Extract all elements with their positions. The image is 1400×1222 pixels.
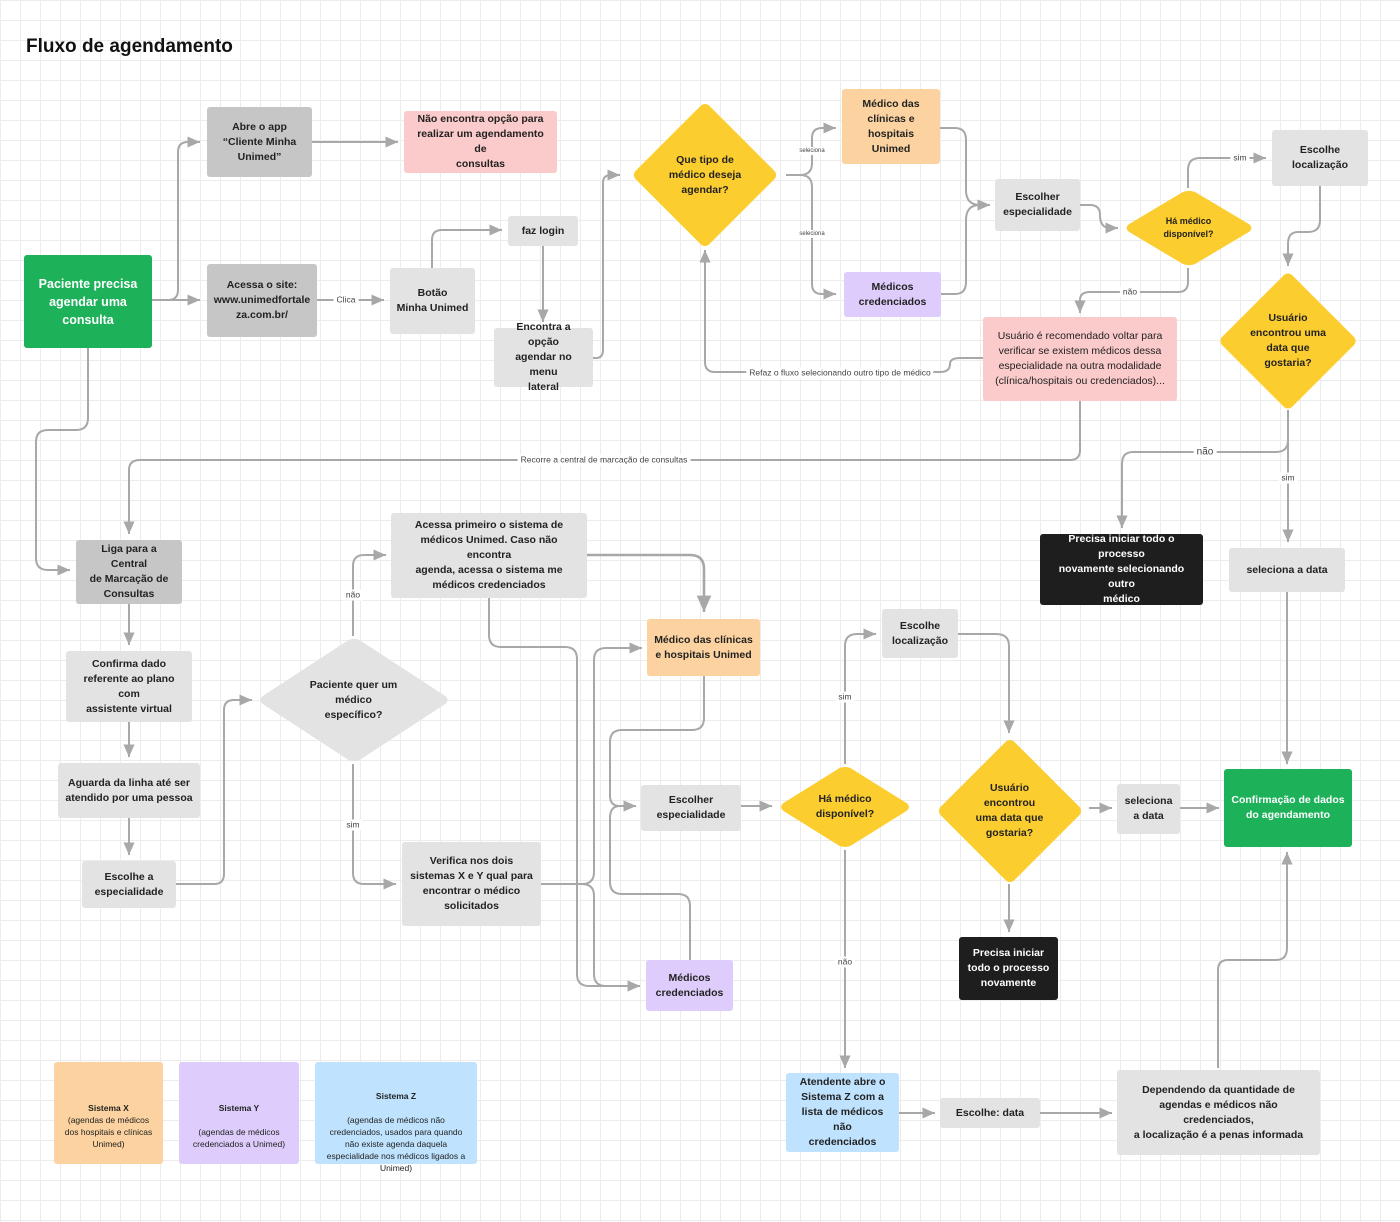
edge-clinicas-esp [940,127,990,211]
edge-acessa-cred [488,598,640,992]
node-paciente-precisa: Paciente precisa agendar uma consulta [24,255,152,348]
node-faz-login: faz login [508,216,578,246]
edge-label-sim-top: sim [1230,152,1250,164]
node-aguarda-linha: Aguarda da linha até ser atendido por um… [58,763,200,818]
edge-label-nao-mid: não [834,956,856,968]
edge-acessa-clinicas [587,553,712,612]
node-escolhe-especialidade-left: Escolhe a especialidade [82,861,176,908]
decision-ha-medico-mid: Há médico disponível? [777,764,913,850]
node-escolher-especialidade-top: Escolher especialidade [995,179,1080,231]
node-confirma-dado: Confirma dado referente ao plano com ass… [66,651,192,722]
edge-paciente-liga [35,348,89,576]
edge-usuariodata-precisa [1116,410,1289,528]
edge-label-nao-right: não [1193,446,1217,458]
node-precisa-iniciar-top: Precisa iniciar todo o processo novament… [1040,533,1203,605]
node-medicos-credenciados-top: Médicos credenciados [844,272,941,317]
decision-usuario-data-top-label: Usuário encontrou uma data que gostaria? [1250,311,1326,369]
legend-sistema-z: Sistema Z (agendas de médicos não creden… [315,1062,477,1173]
decision-ha-medico-mid-label: Há médico disponível? [815,793,875,820]
node-encontra-opcao: Encontra a opção agendar no menu lateral [494,321,593,393]
edge-recomendado-liga [123,401,1081,534]
edge-paciente-app [152,136,200,301]
node-abre-app: Abre o app “Cliente Minha Unimed” [207,107,312,177]
decision-que-tipo-label: Que tipo de médico deseja agendar? [668,153,742,196]
edge-verifica-clinicas [541,642,642,885]
edge-recomendado-quetipo [699,250,983,373]
legend-sistema-x: Sistema X (agendas de médicos dos hospit… [54,1062,163,1164]
decision-usuario-data-mid: Usuário encontrou uma data que gostaria? [930,736,1089,885]
edge-label-nao-top: não [1119,286,1141,298]
legend-sistema-x-desc: (agendas de médicos dos hospitais e clín… [64,1115,153,1149]
node-medicos-credenciados-mid: Médicos credenciados [646,960,733,1011]
decision-paciente-quer: Paciente quer um médico específico? [256,636,451,764]
legend-sistema-z-title: Sistema Z [375,1091,417,1101]
edge-cred-esp [941,199,990,295]
edge-label-sim-left: sim [343,819,363,831]
edge-locmid-usuariodata [958,633,1015,733]
node-escolhe-localizacao-mid: Escolhe localização [882,609,958,658]
legend-sistema-y-title: Sistema Y [218,1103,260,1113]
edge-label-seleciona-2: seleciona [796,230,828,238]
node-dependendo-quantidade: Dependendo da quantidade de agendas e mé… [1117,1070,1320,1155]
node-seleciona-data-mid: seleciona a data [1117,784,1180,834]
edge-hamedico-loc [1187,152,1266,188]
edge-encontra-quetipo [593,169,620,359]
edge-clinicas-espmid [609,676,705,812]
edge-dependendo-confirmacao [1217,852,1293,1068]
node-medico-clinicas-top: Médico das clínicas e hospitais Unimed [842,89,940,164]
decision-usuario-data-mid-label: Usuário encontrou uma data que gostaria? [975,781,1044,839]
edge-loc-usuariodata [1282,186,1321,266]
node-nao-encontra: Não encontra opção para realizar um agen… [404,111,557,173]
node-botao-minha-unimed: Botão Minha Unimed [390,268,475,334]
edge-label-sim-right: sim [1278,472,1298,484]
edge-esp-hamedico [1080,204,1118,234]
edge-label-recorre: Recorre a central de marcação de consult… [517,454,691,466]
node-liga-central: Liga para a Central de Marcação de Consu… [76,540,182,604]
edge-botao-login [431,224,502,268]
edge-label-refaz: Refaz o fluxo selecionando outro tipo de… [746,367,934,379]
node-atendente-sistema-z: Atendente abre o Sistema Z com a lista d… [786,1073,899,1152]
edge-verifica-cred [541,883,640,992]
node-acessa-primeiro: Acessa primeiro o sistema de médicos Uni… [391,513,587,598]
edge-label-seleciona-1: seleciona [796,147,828,155]
page-title: Fluxo de agendamento [26,36,233,57]
edge-label-sim-mid: sim [835,691,855,703]
decision-paciente-quer-label: Paciente quer um médico específico? [309,678,398,721]
node-escolher-especialidade-mid: Escolher especialidade [641,785,741,831]
node-verifica-sistemas: Verifica nos dois sistemas X e Y qual pa… [402,842,541,926]
node-usuario-recomendado: Usuário é recomendado voltar para verifi… [983,317,1177,401]
edge-label-nao-left: não [342,589,364,601]
node-medico-clinicas-mid: Médico das clínicas e hospitais Unimed [647,619,760,676]
decision-que-tipo-medico: Que tipo de médico deseja agendar? [624,101,786,249]
edge-cred-espmid [609,800,691,960]
edge-hamedicomid-loc [844,628,876,764]
edge-pacientequer-verifica [352,764,396,890]
decision-ha-medico-top-label: Há médico disponível? [1163,216,1214,239]
node-confirmacao-dados: Confirmação de dados do agendamento [1224,769,1352,847]
edge-pacientequer-acessa [352,549,386,636]
node-acessa-site: Acessa o site: www.unimedfortale za.com.… [207,264,317,337]
edge-escolhe-pacientequer [176,694,252,885]
node-seleciona-data-top: seleciona a data [1229,548,1345,592]
edge-label-clica: Clica [333,294,359,306]
node-escolhe-localizacao-top: Escolhe localização [1272,130,1368,186]
legend-sistema-y: Sistema Y (agendas de médicos credenciad… [179,1062,299,1164]
decision-usuario-data-top: Usuário encontrou uma data que gostaria? [1208,270,1368,411]
node-escolhe-data: Escolhe: data [940,1098,1040,1128]
legend-sistema-x-title: Sistema X [88,1103,129,1113]
decision-ha-medico-top: Há médico disponível? [1121,188,1256,268]
legend-sistema-y-desc: (agendas de médicos credenciados a Unime… [192,1127,286,1149]
node-precisa-iniciar-mid: Precisa iniciar todo o processo novament… [959,937,1058,1000]
legend-sistema-z-desc: (agendas de médicos não credenciados, us… [326,1115,466,1173]
